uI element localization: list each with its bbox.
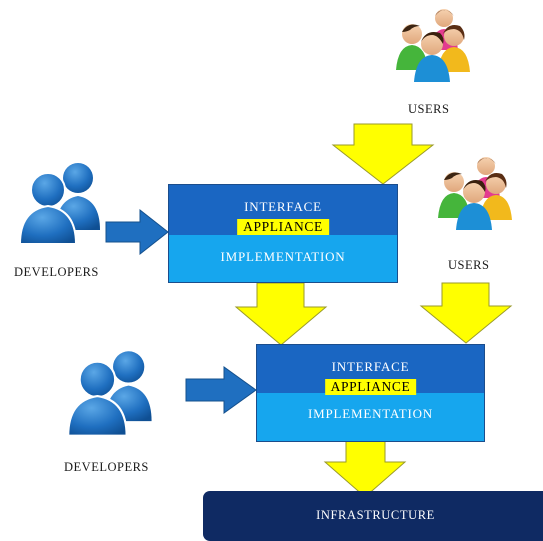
implementation-label: IMPLEMENTATION xyxy=(308,406,433,421)
infrastructure-label: INFRASTRUCTURE xyxy=(316,508,435,522)
appliance-label: APPLIANCE xyxy=(324,379,417,395)
developers-label-lower: DEVELOPERS xyxy=(64,460,149,474)
appliance-box-upper: INTERFACE APPLIANCE IMPLEMENTATION xyxy=(168,184,398,283)
infrastructure-bar: INFRASTRUCTURE xyxy=(203,491,543,541)
appliance-label: APPLIANCE xyxy=(237,219,329,235)
down-arrow-users-to-upper xyxy=(331,123,435,185)
interface-label: INTERFACE xyxy=(244,199,322,214)
appliance-box-lower: INTERFACE APPLIANCE IMPLEMENTATION xyxy=(256,344,485,442)
implementation-band xyxy=(257,393,484,441)
down-arrow-users-to-lower xyxy=(419,282,513,344)
down-arrow-upper-to-lower xyxy=(234,282,328,346)
side-arrow-developers-lower xyxy=(185,366,257,414)
users-label-right: USERS xyxy=(448,258,490,272)
side-arrow-developers-upper xyxy=(105,208,169,256)
interface-label: INTERFACE xyxy=(331,359,410,374)
implementation-label: IMPLEMENTATION xyxy=(220,249,346,264)
implementation-band xyxy=(169,235,397,282)
developers-label-upper: DEVELOPERS xyxy=(14,265,99,279)
users-label-top: USERS xyxy=(408,102,450,116)
down-arrow-lower-to-infrastructure xyxy=(323,440,407,498)
